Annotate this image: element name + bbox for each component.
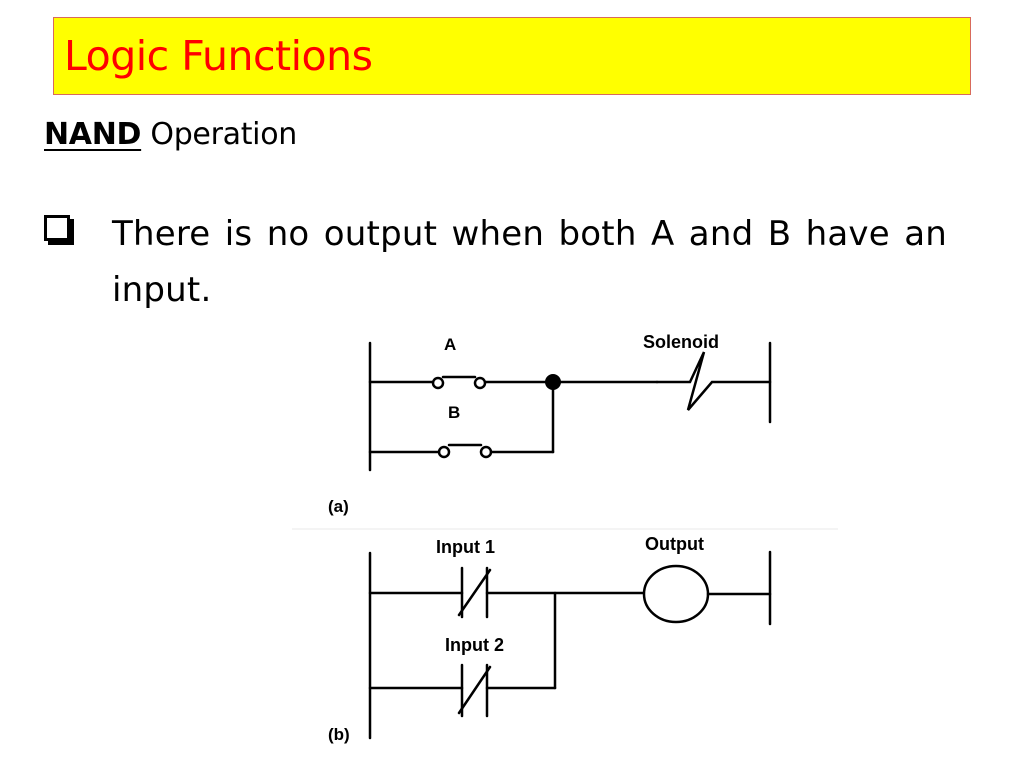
- contact-a-right-terminal: [473, 376, 487, 390]
- input1-label: Input 1: [436, 537, 495, 557]
- subheading-operation: NAND: [44, 117, 142, 152]
- contact-b-left-terminal: [437, 445, 451, 459]
- bullet-text: There is no output when both A and B hav…: [112, 214, 947, 310]
- title-banner: Logic Functions: [53, 17, 971, 95]
- contact-a-label: A: [444, 335, 456, 354]
- caption-a: (a): [328, 497, 349, 516]
- contact-b-right-terminal: [479, 445, 493, 459]
- solenoid-label: Solenoid: [643, 332, 719, 352]
- input2-label: Input 2: [445, 635, 504, 655]
- contact-b-label: B: [448, 403, 460, 422]
- output-coil: [642, 564, 710, 624]
- subheading: NAND Operation: [44, 117, 297, 152]
- input2-slash: [457, 665, 492, 715]
- contact-a-left-terminal: [431, 376, 445, 390]
- input1-slash: [457, 568, 492, 617]
- subheading-rest: Operation: [141, 117, 297, 152]
- caption-b: (b): [328, 725, 350, 744]
- slide-title: Logic Functions: [64, 32, 373, 80]
- solenoid-coil: [655, 351, 772, 411]
- square-bullet-icon: [44, 215, 74, 245]
- output-label: Output: [645, 534, 704, 554]
- junction-dot: [545, 374, 561, 390]
